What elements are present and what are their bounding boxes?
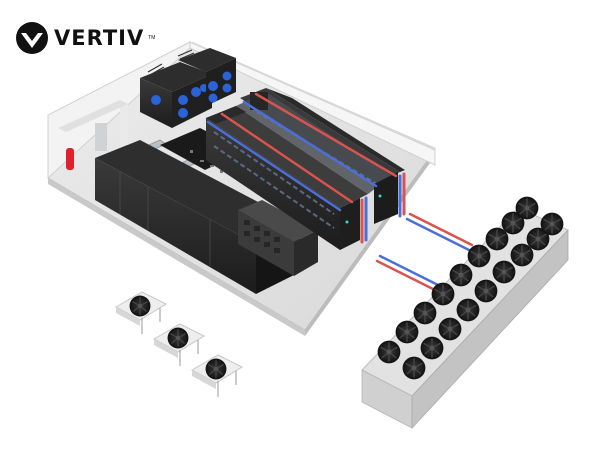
condenser-2 [152, 323, 206, 366]
dry-cooler [361, 196, 569, 430]
pipes-in-room [206, 92, 406, 244]
cooling-units [140, 48, 236, 128]
brand-name: VERTIV [54, 25, 145, 50]
trademark: TM [148, 35, 156, 41]
condenser-1 [114, 291, 168, 334]
condenser-3 [190, 354, 244, 397]
condensers [114, 291, 244, 397]
battery-cabinet [238, 200, 318, 276]
pipes-to-dry-cooler [375, 212, 474, 292]
vertiv-logo-icon [16, 22, 48, 54]
